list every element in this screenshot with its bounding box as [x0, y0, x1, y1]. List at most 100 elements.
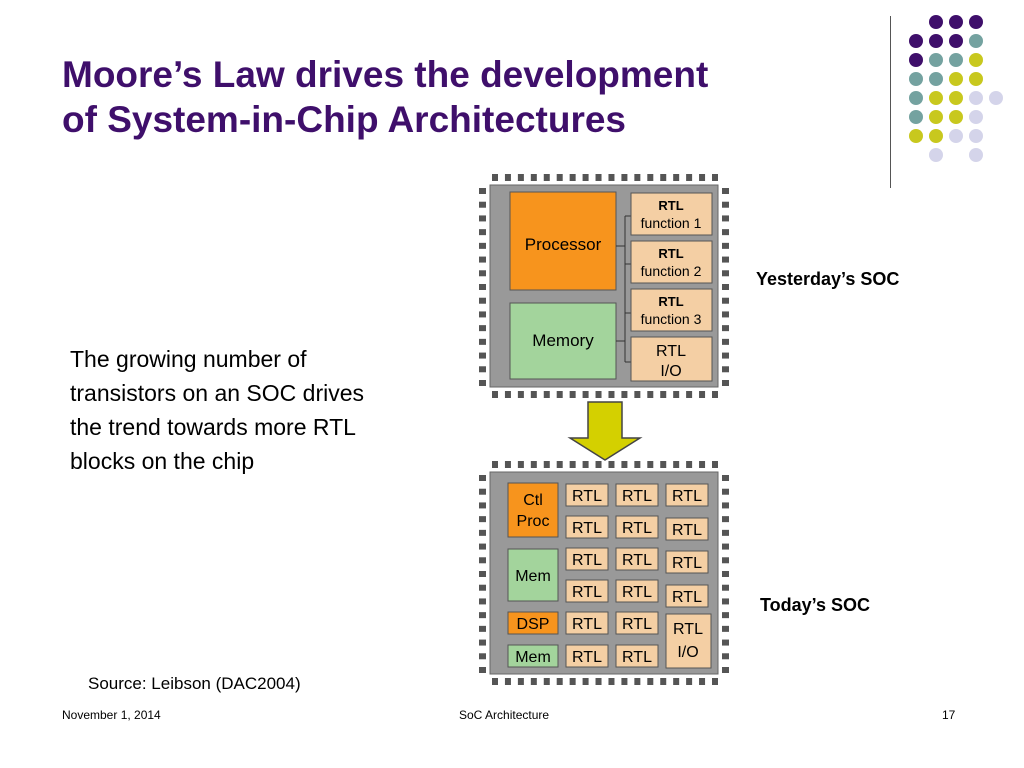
- ctl-proc-block: [507, 482, 559, 538]
- chip-pin: [722, 543, 729, 550]
- chip-pin: [722, 598, 729, 605]
- rtl-block: [665, 550, 709, 574]
- decorative-dot: [969, 15, 983, 29]
- chip-pin: [517, 391, 524, 398]
- mem-1-label: Mem: [515, 568, 551, 585]
- rtl-function-3-bottom: function 3: [641, 311, 702, 327]
- chip-pin: [479, 516, 486, 523]
- rtl-block-label: RTL: [622, 488, 652, 505]
- decorative-dot: [949, 129, 963, 143]
- chip-pin: [543, 174, 550, 181]
- decorative-dot: [929, 148, 943, 162]
- chip-pin: [479, 584, 486, 591]
- chip-pin: [479, 667, 486, 673]
- chip-pin: [479, 325, 486, 332]
- chip-pin: [479, 352, 486, 359]
- chip-pin: [722, 256, 729, 263]
- chip-pin: [595, 391, 602, 398]
- decorative-dot: [949, 110, 963, 124]
- chip-pin: [722, 571, 729, 577]
- chip-pin: [673, 174, 680, 181]
- chip-pin: [556, 678, 563, 685]
- chip-pin: [479, 612, 486, 619]
- decorative-dot: [909, 34, 923, 48]
- decorative-dot: [969, 129, 983, 143]
- chip-pin: [530, 391, 537, 398]
- chip-pin: [582, 174, 589, 181]
- chip-pin: [492, 391, 498, 398]
- chip-pin: [699, 461, 706, 468]
- decorative-dot: [929, 91, 943, 105]
- dsp-block: [507, 611, 559, 635]
- rtl-block: [665, 517, 709, 541]
- chip-pin: [492, 678, 498, 685]
- chip-pin: [582, 461, 589, 468]
- rtl-block: [665, 483, 709, 507]
- chip-pin: [569, 391, 576, 398]
- rtl-block: [615, 547, 659, 571]
- decorative-dot: [949, 91, 963, 105]
- chip-pin: [479, 543, 486, 550]
- chip-pin: [686, 391, 693, 398]
- chip-pin: [722, 529, 729, 536]
- chip-pin: [479, 270, 486, 277]
- chip-pin: [722, 242, 729, 249]
- chip-pin: [517, 678, 524, 685]
- chip-pin: [595, 461, 602, 468]
- rtl-block-label: RTL: [572, 552, 602, 569]
- decorative-dot: [929, 129, 943, 143]
- chip-pin: [722, 488, 729, 495]
- chip-pin: [556, 174, 563, 181]
- chip-pin: [569, 678, 576, 685]
- chip-pin: [621, 174, 628, 181]
- chip-pin: [722, 625, 729, 632]
- chip-pin: [479, 297, 486, 304]
- rtl-block: [565, 547, 609, 571]
- chip-pin: [722, 229, 729, 236]
- chip-pin: [712, 461, 718, 468]
- chip-pin: [479, 653, 486, 660]
- chip-pin: [556, 391, 563, 398]
- chip-pin: [556, 461, 563, 468]
- chip-pin: [608, 678, 615, 685]
- chip-pin: [673, 678, 680, 685]
- chip-pin: [660, 174, 667, 181]
- chip-pin: [479, 625, 486, 632]
- rtl-block: [565, 515, 609, 539]
- chip-pin: [595, 174, 602, 181]
- chip-pin: [479, 284, 486, 290]
- processor-block: [509, 191, 617, 291]
- dsp-label: DSP: [517, 616, 550, 633]
- rtl-block-label: RTL: [622, 552, 652, 569]
- ctl-proc-bottom: Proc: [517, 513, 550, 530]
- rtl-block-label: RTL: [572, 649, 602, 666]
- chip-pin: [647, 391, 654, 398]
- rtl-block-label: RTL: [672, 589, 702, 606]
- chip-pin: [712, 678, 718, 685]
- chip-pin: [660, 461, 667, 468]
- rtl-block: [665, 584, 709, 608]
- decorative-dot: [929, 34, 943, 48]
- chip-pin: [492, 174, 498, 181]
- yesterday-chip-pins: [479, 174, 729, 398]
- chip-pin: [722, 475, 729, 481]
- rtl-function-1-bottom: function 1: [641, 215, 702, 231]
- yesterday-soc-label: Yesterday’s SOC: [756, 269, 900, 289]
- chip-pin: [722, 215, 729, 222]
- chip-pin: [608, 174, 615, 181]
- decorative-dot: [949, 72, 963, 86]
- chip-pin: [722, 188, 729, 194]
- chip-pin: [722, 297, 729, 304]
- chip-pin: [543, 391, 550, 398]
- rtl-block-label: RTL: [572, 616, 602, 633]
- chip-pin: [722, 201, 729, 208]
- rtl-block-label: RTL: [622, 649, 652, 666]
- memory-label: Memory: [532, 331, 594, 350]
- rtl-block: [565, 483, 609, 507]
- chip-pin: [608, 461, 615, 468]
- chip-pin: [722, 612, 729, 619]
- mem-2-label: Mem: [515, 649, 551, 666]
- chip-pin: [660, 678, 667, 685]
- rtl-function-1-block: [630, 192, 713, 236]
- chip-pin: [479, 242, 486, 249]
